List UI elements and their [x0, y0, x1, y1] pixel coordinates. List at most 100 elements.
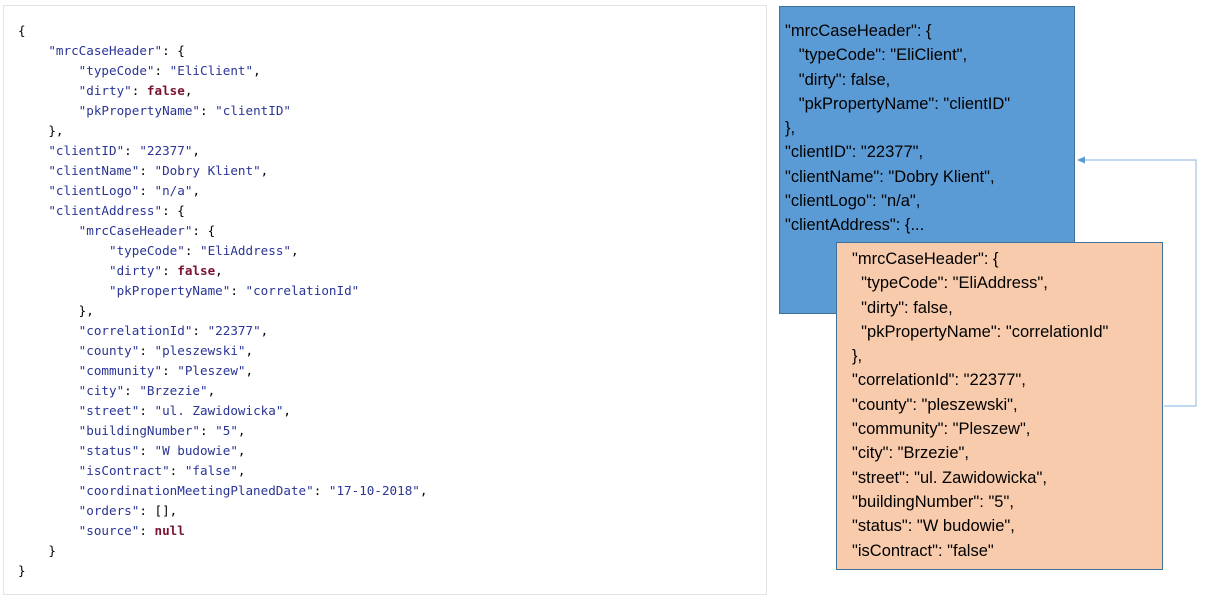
address-box-line: "pkPropertyName": "correlationId"	[852, 322, 1109, 341]
json-string-value: "Brzezie"	[139, 383, 208, 398]
json-punctuation: :	[139, 183, 155, 198]
json-key: "typeCode"	[109, 243, 185, 258]
code-line: "street": "ul. Zawidowicka",	[18, 401, 427, 421]
json-key: "buildingNumber"	[78, 423, 200, 438]
json-string-value: "W budowie"	[154, 443, 238, 458]
json-key: "pkPropertyName"	[109, 283, 231, 298]
json-punctuation: ,	[184, 83, 193, 98]
json-punctuation: :	[184, 243, 200, 258]
arrow-head-icon	[1077, 156, 1085, 164]
code-line: {	[18, 21, 427, 41]
code-line: "source": null	[18, 521, 427, 541]
code-line: "clientID": "22377",	[18, 141, 427, 161]
json-key: "dirty"	[109, 263, 163, 278]
json-punctuation: :	[313, 483, 329, 498]
json-punctuation: ,	[253, 63, 261, 78]
json-punctuation	[18, 363, 79, 378]
json-punctuation	[18, 243, 109, 258]
json-punctuation: ,	[260, 323, 269, 338]
client-box-line: "clientName": "Dobry Klient",	[785, 167, 995, 186]
json-string-value: "Dobry Klient"	[154, 163, 261, 178]
address-box-line: "community": "Pleszew",	[852, 420, 1031, 439]
client-box-line: "clientLogo": "n/a",	[785, 192, 921, 211]
json-punctuation: :	[139, 443, 155, 458]
json-punctuation: ,	[260, 163, 269, 178]
json-punctuation: :	[139, 523, 155, 538]
json-key: "clientID"	[48, 143, 125, 158]
json-punctuation: : [],	[139, 503, 178, 518]
json-punctuation	[18, 503, 79, 518]
json-punctuation: :	[124, 383, 140, 398]
json-punctuation	[18, 523, 79, 538]
code-line: }	[18, 541, 427, 561]
code-line: },	[18, 121, 427, 141]
code-line: "clientName": "Dobry Klient",	[18, 161, 427, 181]
json-punctuation: ,	[192, 143, 201, 158]
json-string-value: "17-10-2018"	[328, 483, 420, 498]
code-line: "buildingNumber": "5",	[18, 421, 427, 441]
json-punctuation	[18, 223, 79, 238]
code-line: "county": "pleszewski",	[18, 341, 427, 361]
json-literal: null	[154, 523, 185, 538]
json-punctuation	[18, 403, 79, 418]
address-box-line: "isContract": "false"	[852, 541, 994, 560]
code-line: "typeCode": "EliClient",	[18, 61, 427, 81]
code-line: "city": "Brzezie",	[18, 381, 427, 401]
json-key: "pkPropertyName"	[78, 103, 200, 118]
json-punctuation: :	[154, 63, 170, 78]
code-line: "coordinationMeetingPlanedDate": "17-10-…	[18, 481, 428, 501]
address-box-text: "mrcCaseHeader": { "typeCode": "EliAddre…	[852, 247, 1108, 563]
json-punctuation: :	[230, 283, 246, 298]
json-punctuation	[18, 203, 48, 218]
client-box-line: "pkPropertyName": "clientID"	[785, 94, 1011, 113]
json-punctuation: ,	[291, 243, 299, 258]
json-key: "coordinationMeetingPlanedDate"	[78, 483, 314, 498]
client-box-line: "clientAddress": {...	[785, 216, 925, 235]
json-key: "source"	[78, 523, 140, 538]
json-punctuation: {	[18, 23, 26, 38]
json-punctuation	[18, 483, 79, 498]
json-key: "city"	[78, 383, 125, 398]
json-punctuation	[18, 443, 79, 458]
json-punctuation: ,	[245, 343, 254, 358]
address-box-line: "county": "pleszewski",	[852, 395, 1018, 414]
json-punctuation: :	[200, 103, 216, 118]
json-string-value: "22377"	[139, 143, 193, 158]
json-punctuation	[18, 43, 48, 58]
json-string-value: "pleszewski"	[154, 343, 246, 358]
json-punctuation: :	[131, 83, 147, 98]
json-punctuation: :	[169, 463, 185, 478]
json-punctuation	[18, 423, 79, 438]
code-line: "isContract": "false",	[18, 461, 427, 481]
code-line: "community": "Pleszew",	[18, 361, 427, 381]
client-box-line: "clientID": "22377",	[785, 143, 924, 162]
json-punctuation	[18, 263, 109, 278]
address-box-line: "city": "Brzezie",	[852, 444, 969, 463]
json-key: "community"	[78, 363, 163, 378]
json-string-value: "22377"	[207, 323, 261, 338]
json-punctuation	[18, 183, 48, 198]
address-box-line: "correlationId": "22377",	[852, 371, 1026, 390]
json-string-value: "5"	[215, 423, 238, 438]
json-punctuation	[18, 463, 79, 478]
json-punctuation: : {	[162, 43, 185, 58]
json-punctuation: }	[18, 563, 26, 578]
json-key: "clientName"	[48, 163, 140, 178]
client-box-text: "mrcCaseHeader": { "typeCode": "EliClien…	[785, 19, 1010, 238]
json-punctuation: },	[18, 303, 94, 318]
code-line: "clientLogo": "n/a",	[18, 181, 427, 201]
address-box: "mrcCaseHeader": { "typeCode": "EliAddre…	[836, 242, 1163, 570]
code-line: "clientAddress": {	[18, 201, 427, 221]
json-punctuation: ,	[237, 423, 246, 438]
json-key: "typeCode"	[78, 63, 155, 78]
code-line: "mrcCaseHeader": {	[18, 41, 427, 61]
json-key: "isContract"	[78, 463, 170, 478]
json-punctuation: }	[18, 543, 56, 558]
json-key: "mrcCaseHeader"	[78, 223, 193, 238]
json-key: "street"	[78, 403, 140, 418]
json-punctuation: ,	[245, 363, 254, 378]
json-punctuation	[18, 283, 109, 298]
address-box-line: },	[852, 347, 863, 366]
json-punctuation: ,	[215, 263, 223, 278]
json-punctuation	[18, 143, 48, 158]
